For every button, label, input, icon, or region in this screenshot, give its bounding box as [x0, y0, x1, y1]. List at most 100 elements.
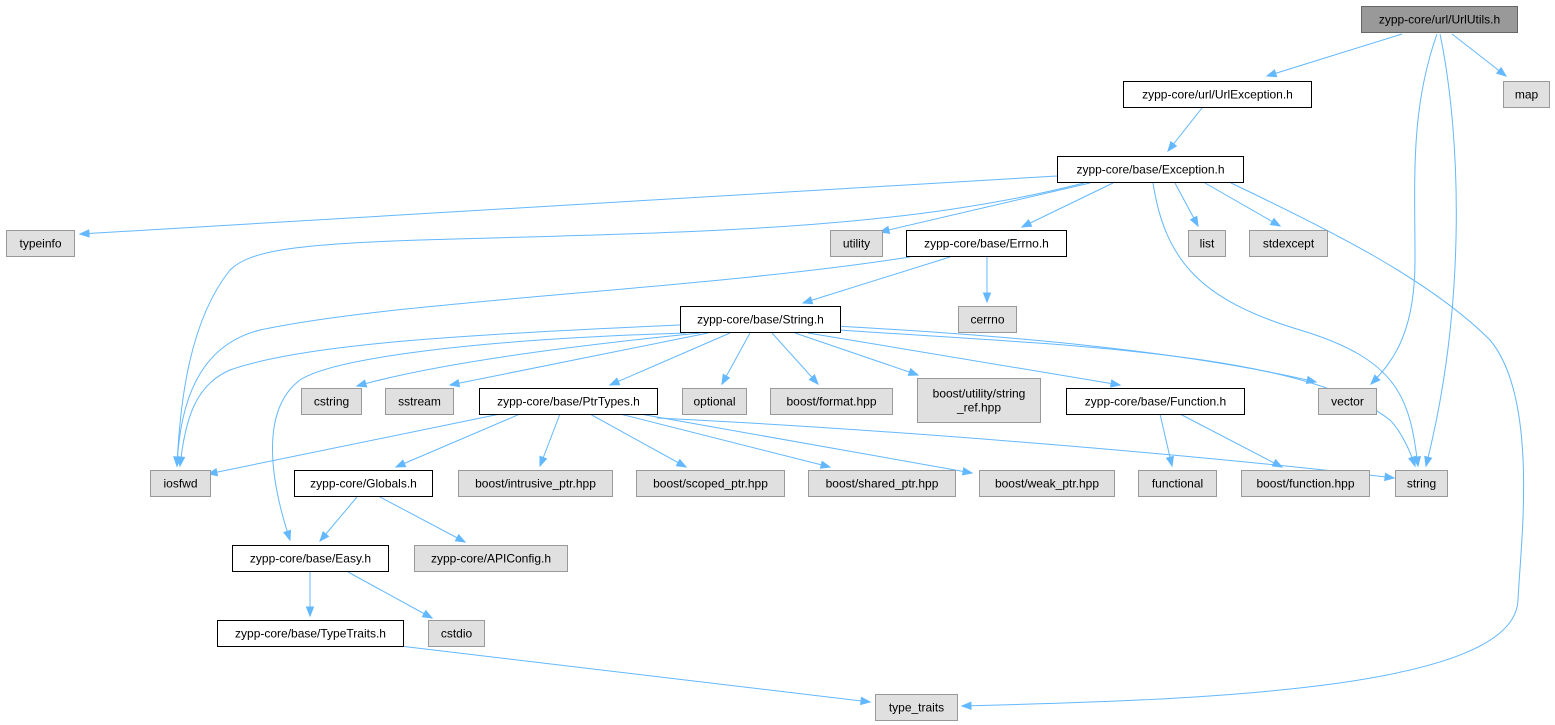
arrowhead	[394, 459, 407, 468]
node-boostformat: boost/format.hpp	[770, 388, 893, 415]
node-box	[1123, 81, 1312, 108]
node-label: list	[1200, 237, 1215, 251]
node-box	[385, 388, 454, 415]
node-box	[875, 694, 958, 721]
node-globals[interactable]: zypp-core/Globals.h	[294, 470, 433, 497]
arrowhead	[960, 701, 972, 710]
edge-string_h-to-optional	[721, 332, 751, 386]
edge-urlutils-to-map	[1451, 33, 1508, 77]
edge-easy-to-cstdio	[347, 571, 434, 619]
node-easy[interactable]: zypp-core/base/Easy.h	[232, 545, 389, 572]
node-label: boost/scoped_ptr.hpp	[653, 477, 768, 491]
node-box	[1066, 388, 1245, 415]
arrowhead	[961, 467, 974, 476]
arrowhead	[808, 374, 819, 386]
node-label: boost/intrusive_ptr.hpp	[475, 477, 596, 491]
edge-ptrtypes-to-shared	[619, 413, 832, 469]
edge-urlutils-to-string	[1424, 33, 1457, 468]
node-list: list	[1188, 230, 1226, 257]
node-box	[294, 470, 433, 497]
node-box	[906, 230, 1067, 257]
arrowhead	[448, 378, 461, 388]
nodes-layer: zypp-core/url/UrlUtils.h zypp-core/url/Ur…	[6, 6, 1550, 721]
node-errno[interactable]: zypp-core/base/Errno.h	[906, 230, 1067, 257]
node-typetraits_h[interactable]: zypp-core/base/TypeTraits.h	[217, 620, 404, 647]
edge-globals-to-apiconfig	[379, 496, 467, 543]
edge-string_h-to-iosfwd	[176, 324, 681, 468]
node-label: functional	[1152, 477, 1203, 491]
node-label: utility	[843, 237, 870, 251]
node-label: zypp-core/url/UrlException.h	[1142, 88, 1293, 102]
edge-function_h-to-functional	[1159, 413, 1174, 468]
node-urlutils: zypp-core/url/UrlUtils.h	[1361, 6, 1518, 33]
node-label: zypp-core/base/TypeTraits.h	[235, 627, 386, 641]
arrowhead	[539, 455, 548, 468]
edge-string_h-to-boostformat	[771, 332, 819, 386]
node-functional: functional	[1138, 470, 1217, 497]
node-box	[682, 388, 747, 415]
node-box	[958, 306, 1017, 333]
node-vector: vector	[1318, 388, 1377, 415]
arrowhead	[1167, 140, 1178, 153]
node-label: zypp-core/Globals.h	[310, 477, 417, 491]
node-ptrtypes[interactable]: zypp-core/base/PtrTypes.h	[479, 388, 658, 415]
node-string_h[interactable]: zypp-core/base/String.h	[680, 306, 841, 333]
edge-string_h-to-ptrtypes	[608, 332, 731, 386]
node-scoped: boost/scoped_ptr.hpp	[636, 470, 785, 497]
edge-errno-to-string_h	[801, 256, 951, 305]
node-function_h[interactable]: zypp-core/base/Function.h	[1066, 388, 1245, 415]
arrowhead	[1109, 379, 1122, 388]
edge-exception-to-iosfwd	[173, 182, 1085, 468]
node-urlexception[interactable]: zypp-core/url/UrlException.h	[1123, 81, 1312, 108]
arrowhead	[608, 377, 621, 386]
node-box	[1138, 470, 1217, 497]
node-box	[6, 230, 75, 257]
arrowhead	[1271, 458, 1284, 468]
node-label: stdexcept	[1263, 237, 1315, 251]
node-optional: optional	[682, 388, 747, 415]
node-box	[414, 545, 568, 572]
node-label: boost/shared_ptr.hpp	[826, 477, 939, 491]
arrowhead	[1269, 217, 1282, 227]
node-box	[232, 545, 389, 572]
node-label: zypp-core/base/Exception.h	[1076, 163, 1224, 177]
node-stdexcept: stdexcept	[1249, 230, 1328, 257]
arrowhead	[860, 696, 872, 706]
node-box	[1249, 230, 1328, 257]
node-string: string	[1395, 470, 1448, 497]
edge-exception-to-errno	[1020, 182, 1114, 228]
arrowhead	[721, 373, 731, 386]
node-boostfunction: boost/function.hpp	[1241, 470, 1370, 497]
node-box	[1057, 156, 1244, 183]
arrowhead	[801, 296, 814, 305]
arrowhead	[78, 229, 90, 238]
node-box	[217, 620, 404, 647]
node-label: type_traits	[889, 701, 944, 715]
node-cstring: cstring	[301, 388, 362, 415]
node-box	[680, 306, 841, 333]
edge-exception-to-stdexcept	[1204, 182, 1282, 227]
node-box	[1361, 6, 1518, 33]
node-box	[917, 378, 1041, 423]
node-box	[979, 470, 1115, 497]
node-box	[636, 470, 785, 497]
node-weak: boost/weak_ptr.hpp	[979, 470, 1115, 497]
edge-string_h-to-easy	[272, 332, 687, 542]
edge-string_h-to-boostutility	[794, 332, 920, 376]
node-cstdio: cstdio	[428, 620, 485, 647]
node-label: cstring	[314, 395, 349, 409]
edge-exception-to-type_traits	[960, 182, 1525, 710]
node-label: cerrno	[970, 313, 1004, 327]
node-label: boost/utility/string	[933, 387, 1026, 401]
arrowhead	[1020, 219, 1033, 228]
edge-ptrtypes-to-iosfwd	[206, 413, 501, 477]
node-label: zypp-core/base/String.h	[697, 313, 824, 327]
node-box	[808, 470, 956, 497]
node-utility: utility	[830, 230, 883, 257]
arrowhead	[819, 460, 832, 469]
edge-ptrtypes-to-scoped	[589, 413, 688, 468]
edge-string_h-to-string	[839, 329, 1417, 468]
node-exception[interactable]: zypp-core/base/Exception.h	[1057, 156, 1244, 183]
arrowhead	[1165, 455, 1174, 468]
node-box	[830, 230, 883, 257]
